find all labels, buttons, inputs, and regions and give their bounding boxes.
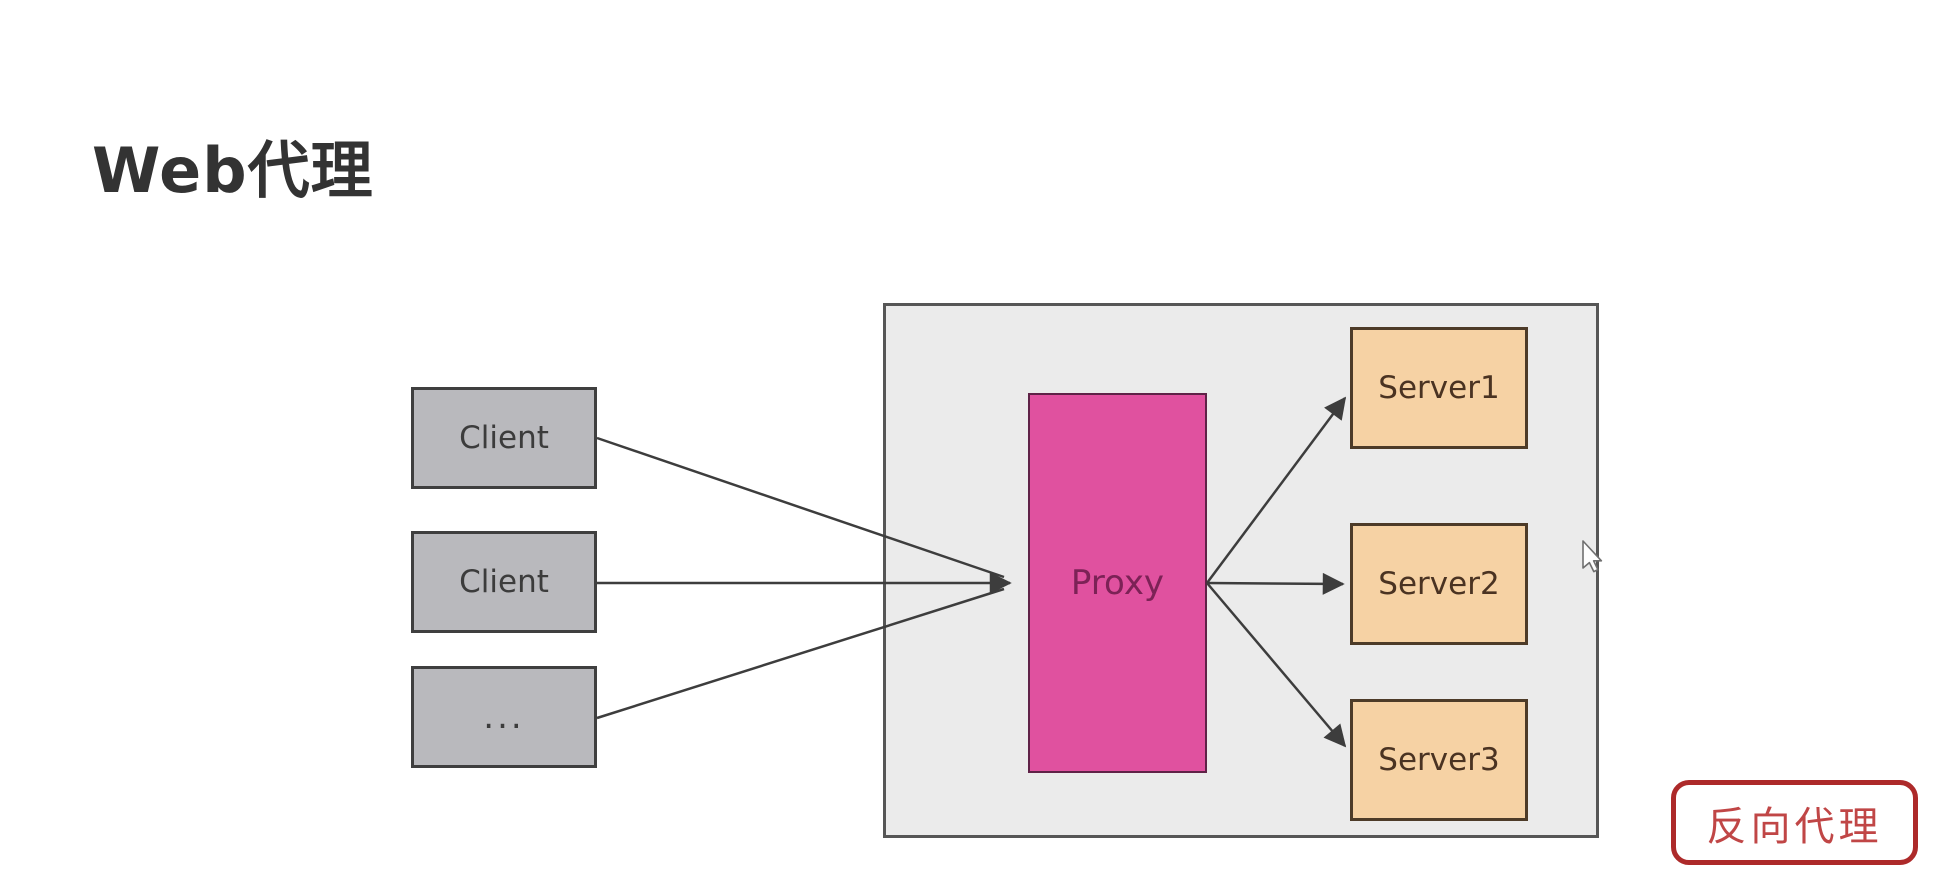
server-box-2[interactable]: Server2 — [1350, 523, 1528, 645]
proxy-box-label: Proxy — [1070, 563, 1165, 603]
server-box-1[interactable]: Server1 — [1350, 327, 1528, 449]
client-box-1[interactable]: Client — [411, 387, 597, 489]
client-box-ellipsis-label: ... — [483, 697, 525, 737]
client-box-2-label: Client — [459, 564, 549, 600]
page-title: Web代理 — [92, 133, 374, 207]
client-box-1-label: Client — [459, 420, 549, 456]
server-box-3-label: Server3 — [1378, 742, 1500, 778]
server-box-3[interactable]: Server3 — [1350, 699, 1528, 821]
server-box-1-label: Server1 — [1378, 370, 1500, 406]
server-box-2-label: Server2 — [1378, 566, 1500, 602]
proxy-box[interactable]: Proxy — [1028, 393, 1207, 773]
client-box-ellipsis[interactable]: ... — [411, 666, 597, 768]
client-box-2[interactable]: Client — [411, 531, 597, 633]
reverse-proxy-badge[interactable]: 反向代理 — [1671, 780, 1918, 865]
reverse-proxy-badge-label: 反向代理 — [1706, 803, 1883, 850]
